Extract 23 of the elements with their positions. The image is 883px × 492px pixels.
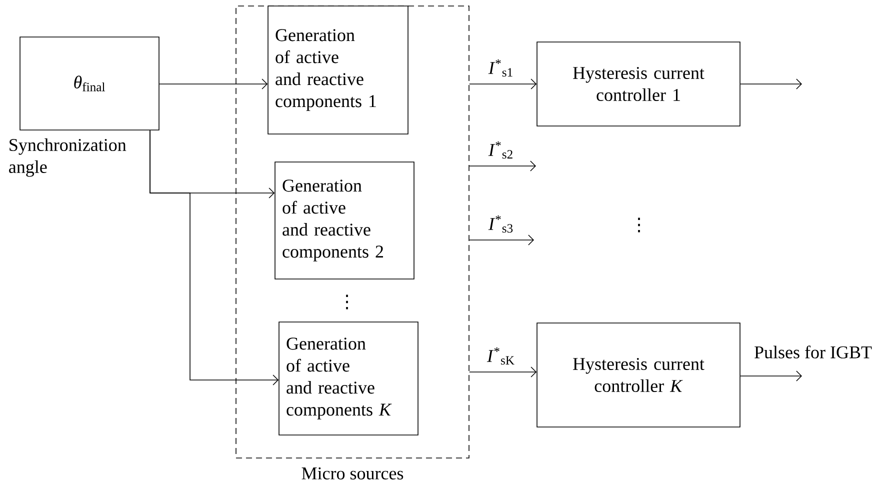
arrow [469, 160, 536, 172]
edge-label: I$^{*}$s2 [488, 141, 512, 159]
arrow [469, 366, 537, 378]
arrow [740, 78, 802, 90]
block-box: Generation of active and reactive components 1 [268, 6, 408, 134]
group-caption: Micro sources [302, 467, 404, 480]
block-box: Hysteresis current controller K [536, 322, 740, 428]
edge-label: Pulses for IGBT [754, 346, 872, 358]
side-caption: Synchronization angle [9, 138, 126, 177]
edge-label: I$^{*}$s3 [488, 215, 513, 233]
edge-label: I$^{*}$sK [486, 347, 514, 365]
ellipsis-label: ⋮ [346, 294, 348, 310]
block-box: Generation of active and reactive components 2 [274, 162, 414, 280]
ellipsis-label: ⋮ [638, 218, 640, 232]
arrow [469, 234, 534, 246]
arrow [159, 78, 268, 90]
block-box: Generation of active and reactive components K [278, 322, 418, 436]
block-box: Hysteresis current controller 1 [536, 42, 740, 126]
arrow [150, 130, 279, 386]
arrow [469, 78, 537, 90]
edge-label: I$^{*}$s1 [488, 59, 512, 77]
block-box: θ$_{final}$ [20, 36, 160, 130]
arrow [740, 370, 802, 382]
